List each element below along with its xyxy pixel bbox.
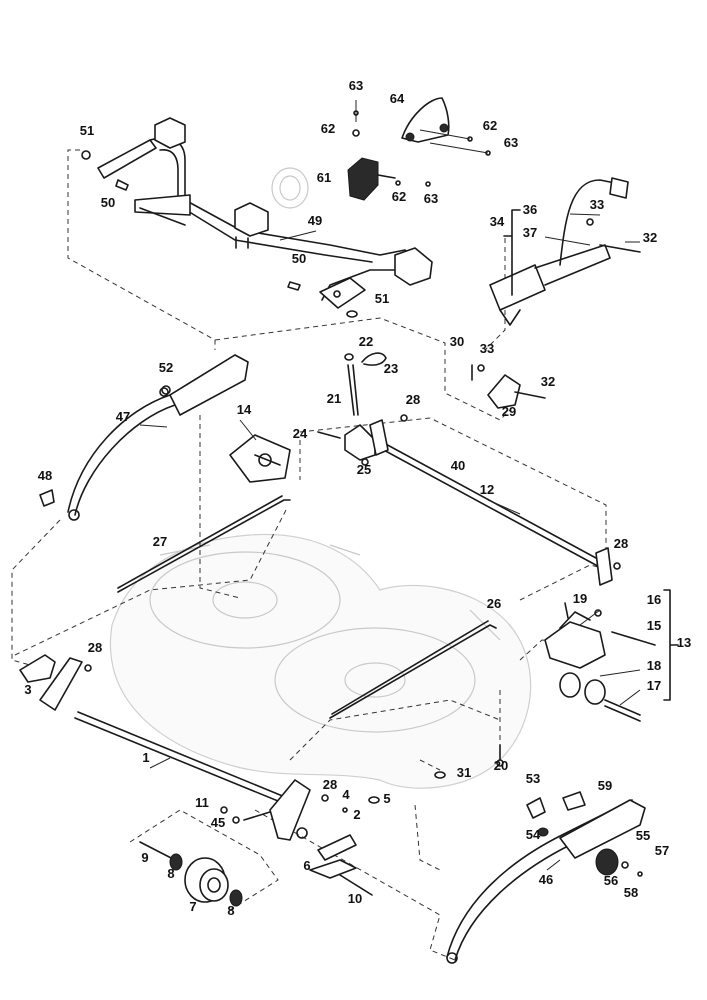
callout-46: 46	[539, 872, 553, 887]
callout-27: 27	[153, 534, 167, 549]
callout-61: 61	[317, 170, 331, 185]
callout-62: 62	[483, 118, 497, 133]
leader-lines	[139, 213, 641, 871]
assembly-part-13	[544, 589, 679, 722]
shaft-part-12	[317, 414, 621, 586]
callout-1: 1	[142, 750, 149, 765]
callout-4: 4	[342, 787, 350, 802]
rear-arm-part-46	[446, 791, 646, 964]
rod-part-26	[329, 620, 497, 719]
callout-11: 11	[195, 795, 209, 810]
callout-22: 22	[359, 334, 373, 349]
callout-17: 17	[647, 678, 661, 693]
callout-32: 32	[643, 230, 657, 245]
main-frame-part-49	[97, 117, 433, 309]
callout-12: 12	[480, 482, 494, 497]
top-hardware	[81, 100, 491, 318]
callout-29: 29	[502, 404, 516, 419]
callout-10: 10	[348, 891, 362, 906]
callout-25: 25	[357, 462, 371, 477]
callout-56: 56	[604, 873, 618, 888]
bracket-part-64	[401, 97, 450, 143]
callout-49: 49	[308, 213, 322, 228]
callout-52: 52	[159, 360, 173, 375]
washers	[161, 385, 504, 779]
callout-5: 5	[383, 791, 390, 806]
callout-21: 21	[327, 391, 341, 406]
callout-9: 9	[141, 850, 148, 865]
assembly-dashed-lines	[11, 149, 611, 961]
callout-14: 14	[237, 402, 252, 417]
callout-2: 2	[353, 807, 360, 822]
callout-58: 58	[624, 885, 638, 900]
callout-30: 30	[450, 334, 464, 349]
callout-40: 40	[451, 458, 465, 473]
callout-37: 37	[523, 225, 537, 240]
callout-36: 36	[523, 202, 537, 217]
callout-31: 31	[457, 765, 471, 780]
callout-8: 8	[227, 903, 234, 918]
callout-57: 57	[655, 843, 669, 858]
callout-33: 33	[480, 341, 494, 356]
callout-63: 63	[504, 135, 518, 150]
callout-45: 45	[211, 815, 225, 830]
wheel-part-7	[139, 841, 243, 907]
callout-32: 32	[541, 374, 555, 389]
callout-23: 23	[384, 361, 398, 376]
callout-18: 18	[647, 658, 661, 673]
callout-8: 8	[167, 866, 174, 881]
callout-51: 51	[375, 291, 389, 306]
callout-28: 28	[614, 536, 628, 551]
callout-48: 48	[38, 468, 52, 483]
callout-3: 3	[24, 682, 31, 697]
callout-55: 55	[636, 828, 650, 843]
callout-33: 33	[590, 197, 604, 212]
bracket-part-29	[471, 364, 546, 409]
callout-13: 13	[677, 635, 691, 650]
callout-47: 47	[116, 409, 130, 424]
callout-28: 28	[88, 640, 102, 655]
callout-34: 34	[490, 214, 505, 229]
callout-7: 7	[189, 899, 196, 914]
callout-24: 24	[293, 426, 308, 441]
callout-64: 64	[390, 91, 405, 106]
callout-50: 50	[292, 251, 306, 266]
callout-20: 20	[494, 758, 508, 773]
callout-54: 54	[526, 827, 541, 842]
callout-63: 63	[424, 191, 438, 206]
callout-19: 19	[573, 591, 587, 606]
front-axle-part-1	[19, 654, 380, 896]
callout-26: 26	[487, 596, 501, 611]
pivot-part-14	[229, 434, 291, 483]
callout-28: 28	[323, 777, 337, 792]
actuator-part-34	[489, 177, 641, 326]
callout-16: 16	[647, 592, 661, 607]
rod-parts-21-23	[344, 352, 387, 416]
mower-deck-ghost	[109, 533, 532, 789]
callout-62: 62	[321, 121, 335, 136]
cover-part-61	[347, 157, 396, 201]
callout-15: 15	[647, 618, 661, 633]
callout-51: 51	[80, 123, 94, 138]
callout-53: 53	[526, 771, 540, 786]
callout-59: 59	[598, 778, 612, 793]
callout-50: 50	[101, 195, 115, 210]
lift-arm-part-47	[39, 354, 249, 521]
callout-6: 6	[303, 858, 310, 873]
callout-28: 28	[406, 392, 420, 407]
callout-63: 63	[349, 78, 363, 93]
rod-part-27	[117, 495, 291, 593]
callout-62: 62	[392, 189, 406, 204]
pulley-ghost	[271, 167, 309, 209]
